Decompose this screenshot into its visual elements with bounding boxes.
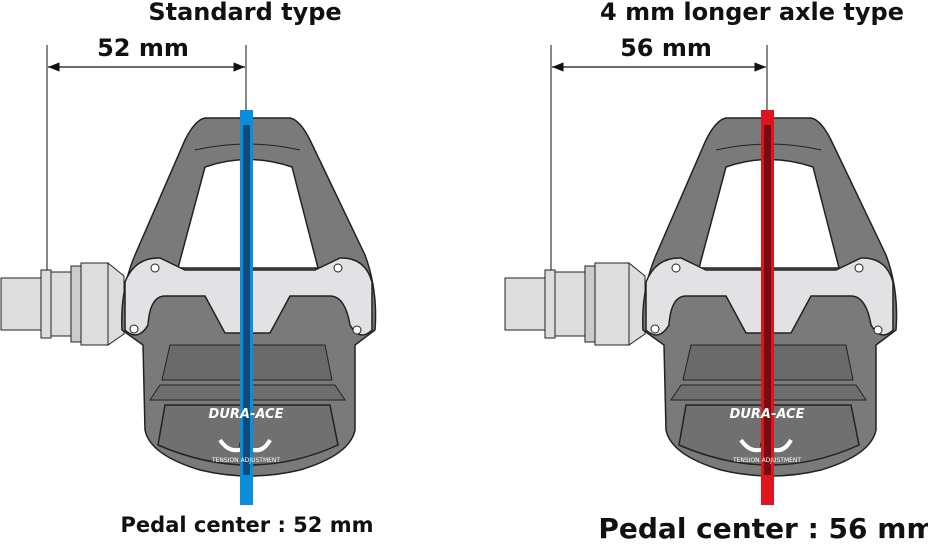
tension-label: TENSION ADJUSTMENT [211,457,280,464]
standard-title: Standard type [148,0,342,26]
longer-axle-pedal: DURA-ACE TENSION ADJUSTMENT [504,45,899,505]
standard-dimension: 52 mm [97,34,189,62]
tension-label: TENSION ADJUSTMENT [732,457,801,464]
brand-logo: DURA-ACE [730,407,805,422]
brand-logo: DURA-ACE [209,407,284,422]
standard-pedal-center: Pedal center : 52 mm [120,513,374,537]
pedal-center-line-shadow [243,125,250,475]
axle [504,261,646,346]
standard-pedal: DURA-ACE TENSION ADJUSTMENT [0,45,378,505]
longer-title: 4 mm longer axle type [600,0,904,26]
longer-dimension: 56 mm [620,34,712,62]
pedal-center-line-shadow [764,125,771,475]
longer-pedal-center: Pedal center : 56 mm [598,512,928,545]
axle [0,261,125,346]
